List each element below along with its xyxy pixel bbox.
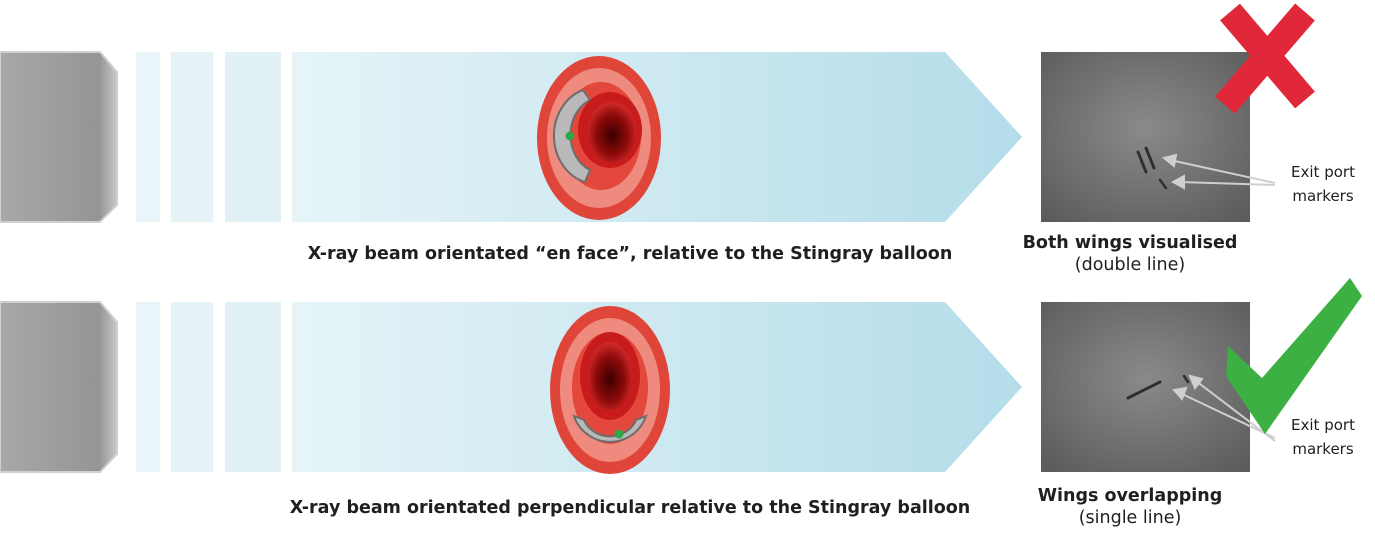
panel-perpendicular: X-ray beam orientated perpendicular rela… xyxy=(0,266,1375,532)
fluoroscopy-image xyxy=(1041,302,1250,472)
diagram-en-face xyxy=(0,0,1375,266)
xray-source xyxy=(0,52,117,222)
collimator-strip xyxy=(225,52,281,222)
marker-label-line2: markers xyxy=(1292,187,1353,205)
fluoroscopy-image xyxy=(1041,52,1250,222)
collimator-strip xyxy=(171,52,213,222)
marker-label-line1: Exit port xyxy=(1291,416,1355,434)
marker-label-line1: Exit port xyxy=(1291,163,1355,181)
vessel-cross-section xyxy=(550,306,670,474)
result-caption: Wings overlapping (single line) xyxy=(1010,485,1250,529)
beam-caption: X-ray beam orientated “en face”, relativ… xyxy=(200,244,1060,264)
collimator-strip xyxy=(136,302,160,472)
exit-port-marker-dot xyxy=(615,430,624,439)
exit-port-marker-dot xyxy=(566,132,575,141)
collimator-strip xyxy=(136,52,160,222)
exit-port-markers-label: Exit port markers xyxy=(1278,160,1368,208)
xray-source xyxy=(0,302,117,472)
beam-caption: X-ray beam orientated perpendicular rela… xyxy=(200,498,1060,518)
exit-port-markers-label: Exit port markers xyxy=(1278,413,1368,461)
marker-label-line2: markers xyxy=(1292,440,1353,458)
collimator-strip xyxy=(171,302,213,472)
result-title: Both wings visualised xyxy=(1010,232,1250,254)
result-subtitle: (single line) xyxy=(1010,507,1250,529)
result-title: Wings overlapping xyxy=(1010,485,1250,507)
collimator-strip xyxy=(225,302,281,472)
vessel-cross-section xyxy=(537,56,661,220)
panel-en-face: X-ray beam orientated “en face”, relativ… xyxy=(0,0,1375,266)
